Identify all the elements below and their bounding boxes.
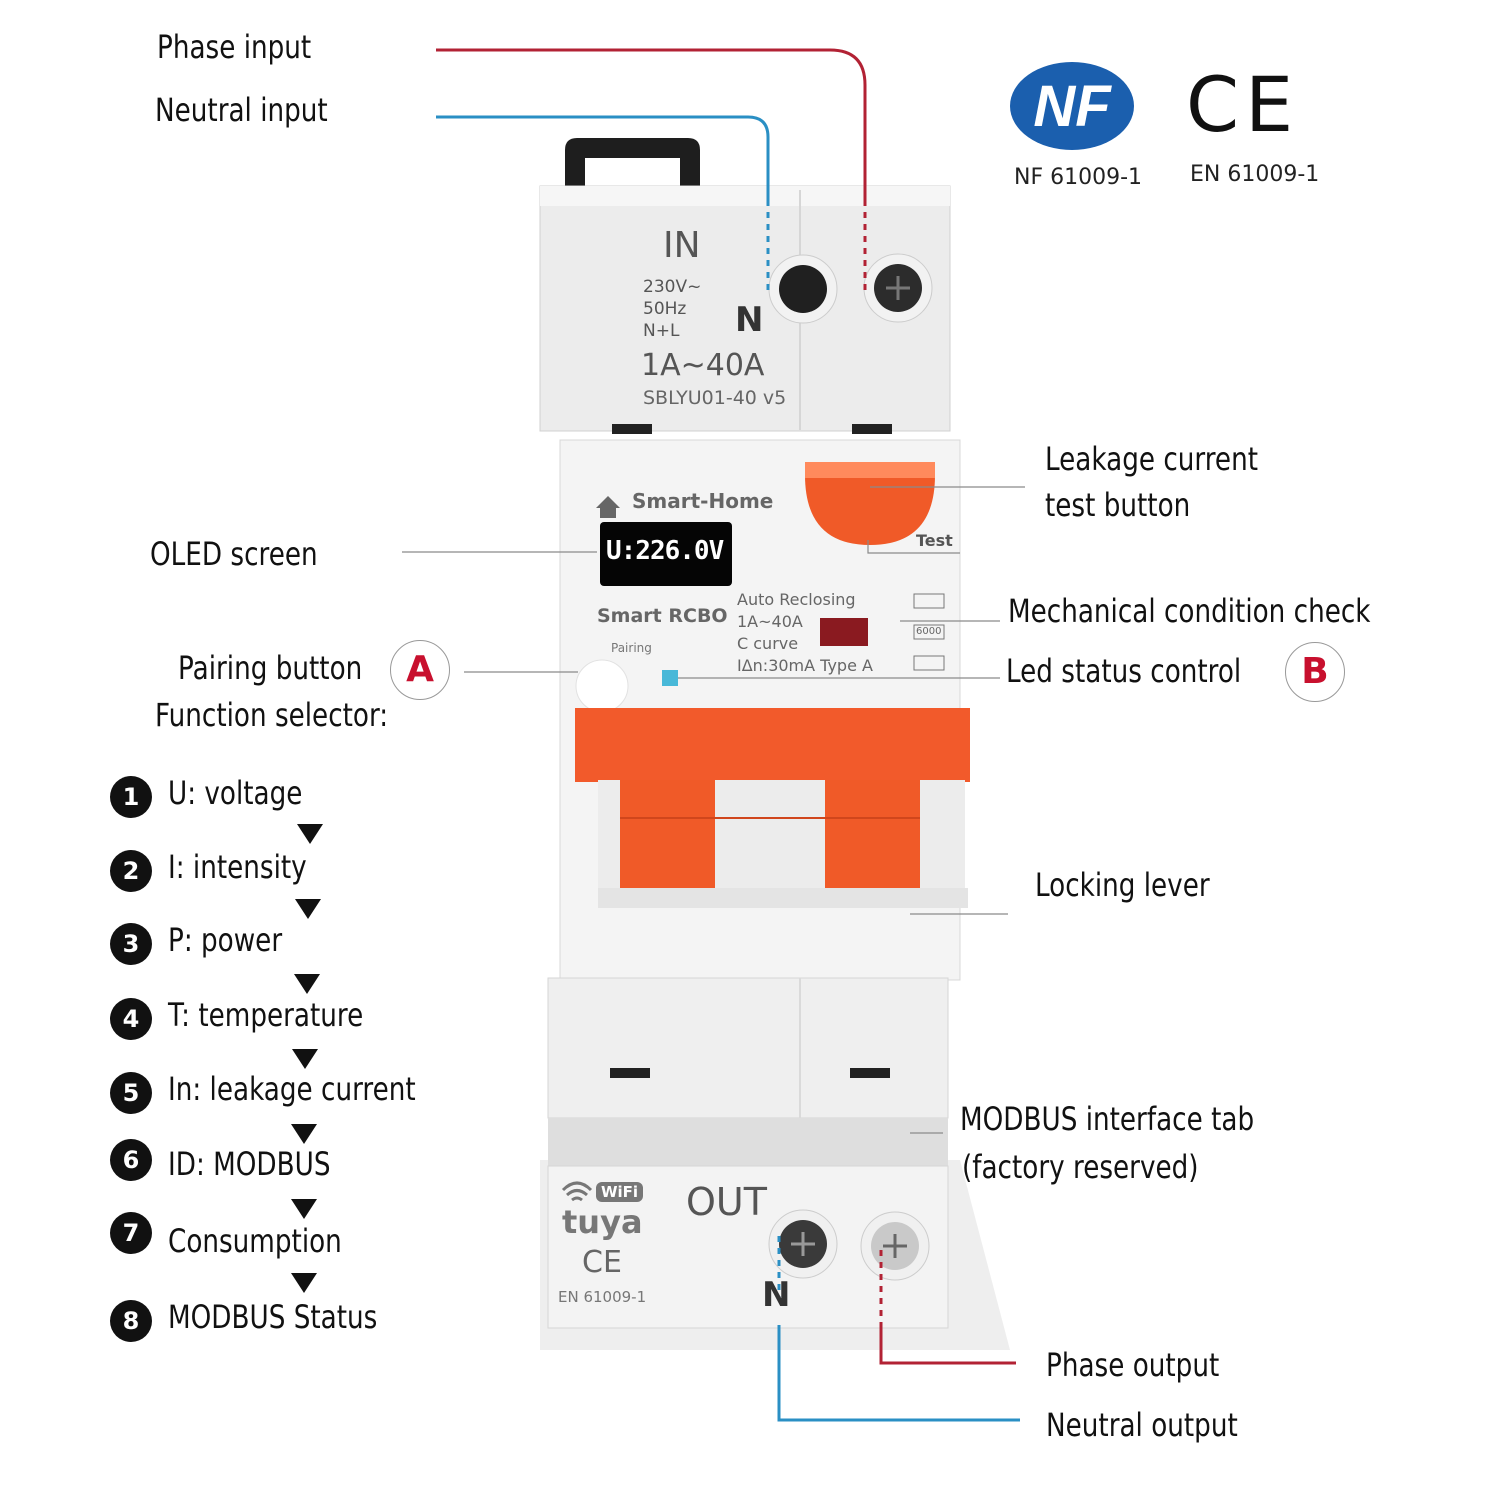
ce-standard-label: EN 61009-1 [1190,162,1320,187]
arrow-down-icon [295,899,321,919]
arrow-down-icon [294,974,320,994]
ce-logo: CE [1186,60,1300,149]
arrow-down-icon [291,1273,317,1293]
mechanical-status-window [820,618,868,646]
function-selector-label: Function selector: [155,696,389,734]
locking-lever [575,708,970,782]
wifi-icon [561,1181,593,1202]
device-spec-leakage: IΔn:30mA Type A [737,656,873,675]
function-label-intensity: I: intensity [168,848,307,886]
function-number-1: 1 [110,776,152,818]
phase-input-label: Phase input [157,28,312,66]
device-rating-poles: N+L [643,321,680,341]
badge-a: A [390,640,450,700]
device-spec-current: 1A~40A [737,612,803,631]
device-en-standard: EN 61009-1 [558,1288,647,1306]
function-label-power: P: power [168,921,283,959]
nf-logo: NF [1010,62,1134,150]
function-label-temperature: T: temperature [168,996,364,1034]
device-pairing-label: Pairing [611,641,652,655]
device-current-range: 1A~40A [641,348,765,383]
oled-screen: U:226.0V [600,522,732,586]
device-model: SBLYU01-40 v5 [643,387,787,409]
device-brand: Smart-Home [632,489,774,513]
device-product-name: Smart RCBO [597,605,728,627]
home-icon [596,496,620,518]
device-test-label: Test [916,531,953,550]
locking-lever-label: Locking lever [1035,866,1210,904]
neutral-input-label: Neutral input [155,91,328,129]
leakage-test-label-line2: test button [1045,486,1191,524]
modbus-tab-label-line2: (factory reserved) [962,1148,1199,1186]
function-number-2: 2 [110,850,152,892]
device-rating-voltage: 230V~ [643,277,702,297]
neutral-output-line [777,1325,1020,1422]
leakage-test-button [805,475,935,545]
function-number-7: 7 [110,1212,152,1254]
function-label-consumption: Consumption [168,1222,342,1260]
device-ce-mark: CE [582,1245,622,1280]
function-number-5: 5 [110,1072,152,1114]
device-rating-frequency: 50Hz [643,299,687,319]
phase-output-line [879,1325,1016,1365]
modbus-tab [548,1118,948,1166]
device-spec-reclosing: Auto Reclosing [737,590,856,609]
arrow-down-icon [291,1124,317,1144]
device-tuya-logo: tuya [562,1203,643,1241]
function-number-8: 8 [110,1300,152,1342]
device-wifi-label: WiFi [596,1182,644,1202]
device-spec-curve: C curve [737,634,799,653]
phase-output-label: Phase output [1046,1346,1220,1384]
function-number-4: 4 [110,998,152,1040]
device-neutral-top-label: N [735,300,764,340]
nf-logo-text: NF [1033,74,1112,139]
device-in-label: IN [663,225,701,266]
modbus-tab-label-line1: MODBUS interface tab [960,1100,1255,1138]
function-number-6: 6 [110,1139,152,1181]
arrow-down-icon [292,1049,318,1069]
function-label-modbus-id: ID: MODBUS [168,1145,331,1183]
oled-screen-label: OLED screen [150,535,318,573]
device-out-label: OUT [686,1180,767,1224]
arrow-down-icon [291,1199,317,1219]
function-label-voltage: U: voltage [168,774,303,812]
nf-standard-label: NF 61009-1 [1014,165,1143,190]
device-spec-breaking: 6000 [916,626,942,637]
bottom-body [547,977,949,1119]
function-label-modbus-status: MODBUS Status [168,1298,378,1336]
din-clip-tab [565,138,700,190]
neutral-in-screw [779,265,827,313]
function-number-3: 3 [110,923,152,965]
mechanical-check-label: Mechanical condition check [1008,592,1371,630]
pairing-button-label: Pairing button [178,649,363,687]
status-led [662,670,678,686]
device-neutral-bottom-label: N [762,1275,791,1315]
arrow-down-icon [297,824,323,844]
badge-b: B [1285,642,1345,702]
function-label-leakage: In: leakage current [168,1070,416,1108]
neutral-input-line [436,115,770,200]
neutral-output-label: Neutral output [1046,1406,1238,1444]
led-status-label: Led status control [1006,652,1242,690]
pairing-button-shape [575,659,629,713]
phase-input-line [436,48,867,200]
oled-reading: U:226.0V [606,536,724,566]
leakage-test-label-line1: Leakage current [1045,440,1258,478]
